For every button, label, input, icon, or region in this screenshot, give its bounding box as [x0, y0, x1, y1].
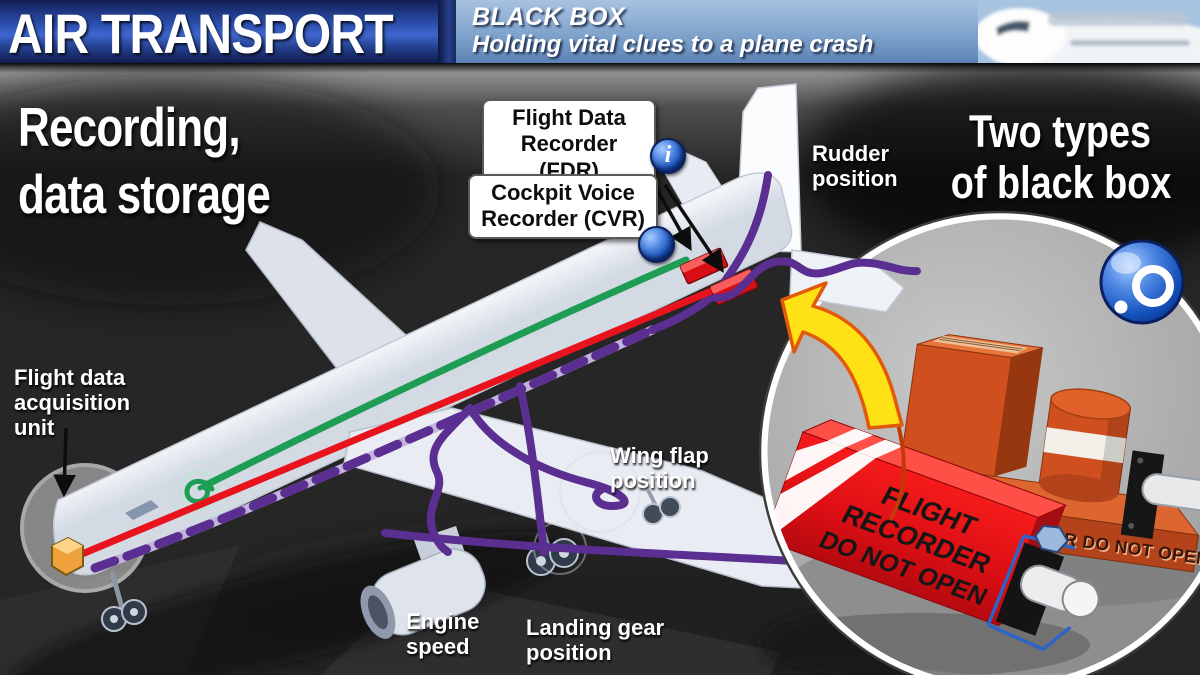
cvr-arrow — [663, 184, 724, 273]
purple-trunk — [90, 325, 657, 573]
purple-engine-branch — [426, 404, 474, 556]
header-shadow — [0, 63, 1200, 73]
right-title-line1: Two types — [968, 106, 1152, 157]
fdau-label-line2: acquisition — [14, 389, 131, 415]
topic-subtitle: Holding vital clues to a plane crash — [472, 31, 874, 58]
underwater-locator-beacon — [986, 524, 1100, 651]
wing-flap-label-line2: position — [610, 467, 696, 493]
cvr-label-line2: Recorder (CVR) — [481, 206, 645, 232]
landing-gear-label-line2: position — [526, 639, 612, 665]
landing-gear-label-line1: Landing gear — [526, 615, 665, 640]
purple-flap-branch — [466, 404, 629, 511]
black-box-devices: FLIGHT RECORDER DO NOT OPEN FLIGHT RECOR… — [767, 334, 1200, 675]
wing-flap-label-line1: Wing flap — [610, 443, 709, 468]
info-icon: i — [650, 138, 686, 174]
purple-gear-branch — [516, 382, 548, 556]
fdau-label-line1: Flight data — [14, 365, 126, 390]
purple-wing-line — [381, 529, 799, 565]
circle-rim — [760, 212, 1200, 675]
fdau-label-line3: unit — [14, 414, 55, 440]
circle-rim-outer — [758, 210, 1200, 675]
acquisition-unit — [51, 536, 84, 577]
fdau-label: Flight data acquisition unit — [14, 365, 131, 441]
green-line-fdr — [204, 256, 690, 488]
flap-highlight-ring — [558, 450, 642, 534]
purple-stabilizer-branch — [712, 257, 921, 302]
header-divider — [438, 0, 456, 63]
rear-gear — [642, 489, 681, 525]
right-title: Two types of black box — [950, 106, 1172, 209]
info-icon-glyph: i — [664, 142, 672, 168]
rudder-label-line2: position — [812, 165, 898, 191]
ball-icon-small — [638, 226, 675, 263]
main-title-line1: Recording, — [18, 96, 241, 158]
airplane — [53, 83, 886, 639]
landing-gear-label: Landing gear position — [526, 615, 665, 666]
header-left-panel: AIR TRANSPORT — [0, 0, 438, 65]
engine-speed-label-line1: Engine — [406, 609, 480, 634]
cockpit-windshield — [125, 500, 159, 520]
red-line-cvr — [78, 280, 732, 558]
cvr-callout-box: Cockpit Voice Recorder (CVR) — [468, 174, 658, 239]
green-spiral — [184, 479, 215, 504]
fdau-arrow — [53, 427, 76, 498]
engine-speed-label-line2: speed — [406, 633, 470, 659]
fdr-label-line2: Recorder (FDR) — [520, 131, 618, 183]
near-engine — [360, 548, 486, 639]
yellow-arrow — [780, 281, 906, 522]
rudder-label-line1: Rudder — [812, 141, 889, 166]
main-title: Recording, data storage — [18, 94, 271, 228]
rudder-label: Rudder position — [812, 141, 898, 192]
engine-speed-label: Engine speed — [406, 609, 480, 660]
wing-flap-label: Wing flap position — [610, 443, 709, 494]
topic-title: BLACK BOX — [472, 3, 626, 31]
nose-gear — [101, 571, 147, 632]
plane-photo — [978, 0, 1200, 63]
magnifier-ball-icon — [1099, 239, 1185, 325]
fdr-label-line1: Flight Data — [512, 105, 626, 130]
right-title-line2: of black box — [950, 157, 1172, 209]
main-title-line2: data storage — [18, 163, 271, 226]
section-title: AIR TRANSPORT — [8, 2, 394, 65]
red-flight-recorder: FLIGHT RECORDER DO NOT OPEN — [767, 419, 1100, 651]
cvr-label-line1: Cockpit Voice — [491, 180, 635, 205]
header-bar: AIR TRANSPORT BLACK BOX Holding vital cl… — [0, 0, 1200, 65]
